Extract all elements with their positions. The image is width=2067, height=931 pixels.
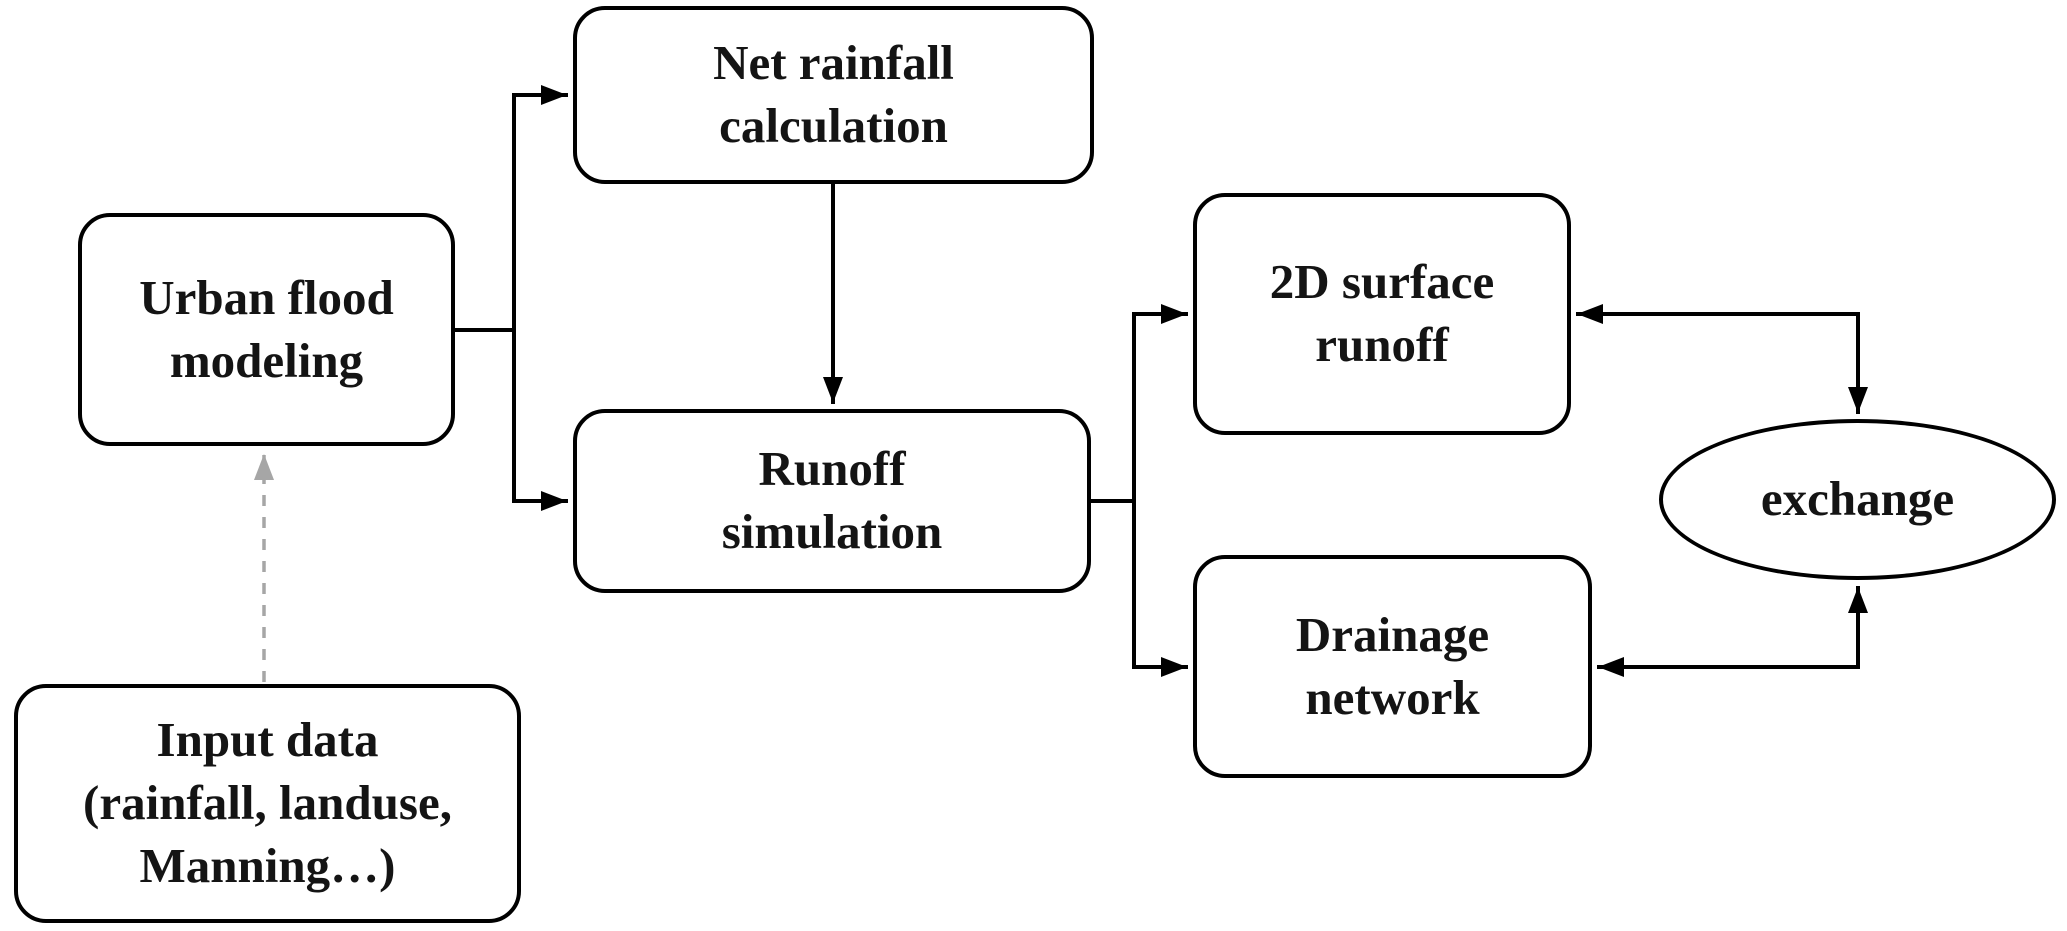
node-urban-flood-modeling: Urban flood modeling [78,213,455,446]
edge-runoff-branch [1089,304,1188,677]
node-runoff-simulation: Runoff simulation [573,409,1091,593]
node-2d-surface-runoff: 2D surface runoff [1193,193,1571,435]
node-label-urban-flood: Urban flood modeling [139,269,394,388]
edge-drainage-exchange [1597,586,1868,677]
edge-urban-flood-branch [453,85,568,511]
edge-surface-runoff-exchange [1576,304,1868,414]
node-label-surface-runoff: 2D surface runoff [1269,254,1495,372]
node-label-exchange: exchange [1760,471,1955,527]
node-label-net-rainfall: Net rainfall calculation [713,35,954,153]
node-net-rainfall-calculation: Net rainfall calculation [573,6,1094,184]
node-label-drainage: Drainage network [1295,606,1490,725]
node-label-runoff: Runoff simulation [721,441,943,559]
node-exchange: exchange [1659,419,2056,580]
node-drainage-network: Drainage network [1193,555,1592,778]
node-label-input-data: Input data (rainfall, landuse, Manning…) [83,712,452,893]
node-input-data: Input data (rainfall, landuse, Manning…) [14,684,521,923]
